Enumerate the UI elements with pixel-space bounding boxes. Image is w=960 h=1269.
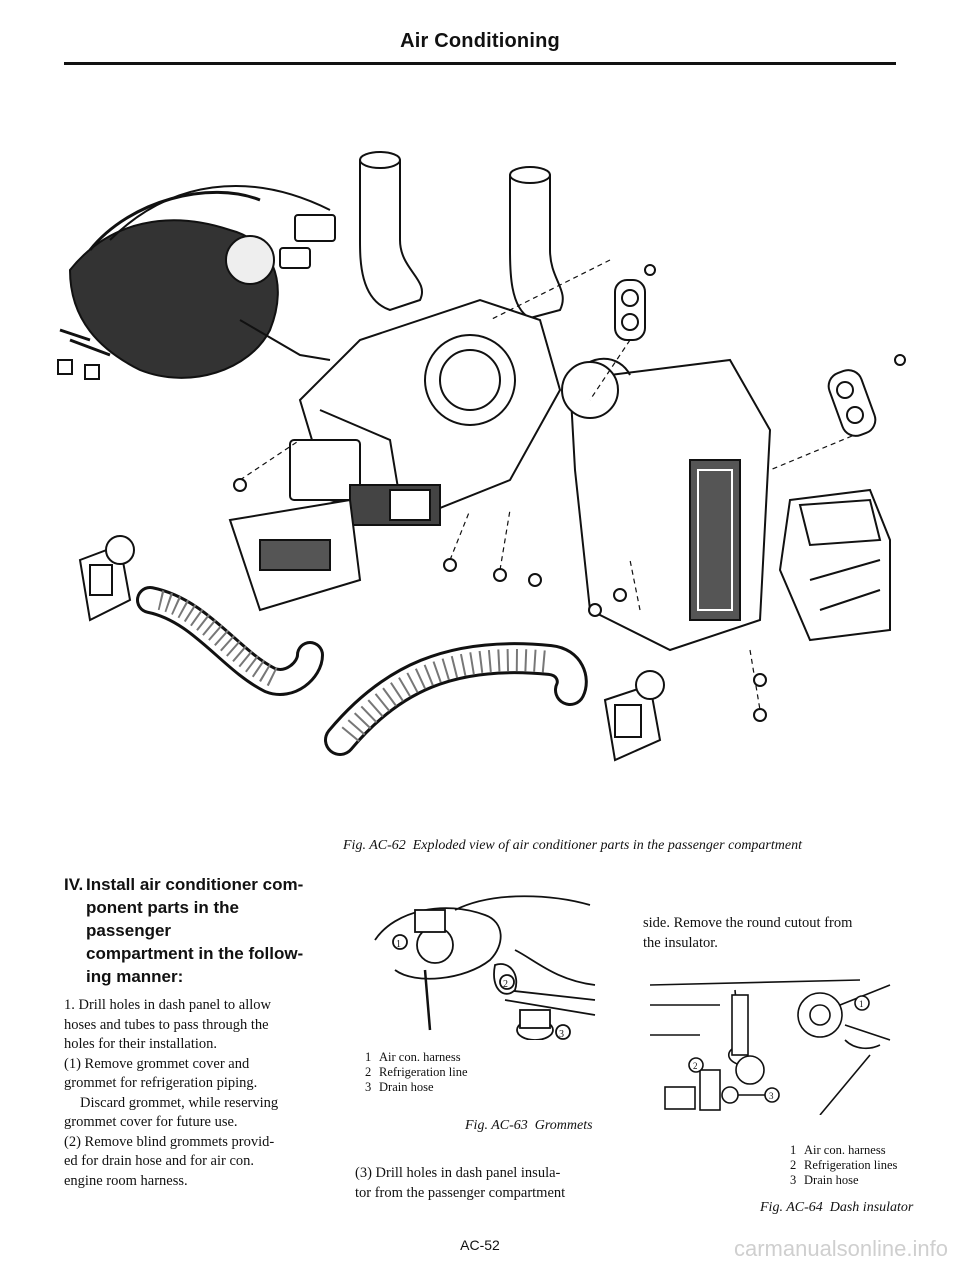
page-header: Air Conditioning bbox=[400, 30, 560, 52]
fig-ac62-caption: Fig. AC-62 Exploded view of air conditio… bbox=[343, 838, 802, 854]
section-heading-line-2: ponent parts in the passenger bbox=[86, 898, 239, 940]
section-heading-line-3: compartment in the follow- bbox=[86, 944, 304, 963]
section-heading-line-1: Install air conditioner com- bbox=[86, 875, 304, 894]
side-vent-left bbox=[78, 535, 135, 622]
header-rule bbox=[64, 62, 896, 65]
section-number: IV. bbox=[64, 875, 84, 894]
center-vent bbox=[228, 498, 362, 612]
evaporator-housing bbox=[561, 357, 772, 652]
watermark: carmanualsonline.info bbox=[733, 1236, 948, 1261]
fig-ac63-illustration: 1 2 3 bbox=[374, 895, 596, 1040]
step-1a-note-line-2: grommet cover for future use. bbox=[64, 1114, 238, 1130]
fig-ac63-text: Grommets bbox=[534, 1118, 593, 1133]
blower-heater-unit bbox=[289, 298, 562, 526]
ac63-callout-3: 3 bbox=[559, 1029, 564, 1040]
step-1b-line-2: ed for drain hose and for air con. bbox=[64, 1153, 255, 1169]
step-1a-note-line-1: Discard grommet, while reserving bbox=[80, 1094, 279, 1111]
grommet-plates bbox=[614, 279, 877, 437]
exploded-view-illustration bbox=[57, 151, 906, 762]
page-number: AC-52 bbox=[460, 1237, 500, 1253]
flex-hose-center bbox=[324, 642, 588, 756]
step-1c-line-1: (3) Drill holes in dash panel insula- bbox=[355, 1165, 561, 1181]
middle-column-text: (3) Drill holes in dash panel insula- to… bbox=[355, 1164, 615, 1203]
flex-hose-left bbox=[136, 586, 324, 696]
ac64-callout-3: 3 bbox=[769, 1091, 774, 1101]
vent-ducts bbox=[359, 151, 564, 320]
step-1a-line-2: grommet for refrigeration piping. bbox=[64, 1075, 258, 1091]
fig-ac62-number: Fig. AC-62 bbox=[343, 838, 406, 853]
fig-ac63-caption: Fig. AC-63 Grommets bbox=[465, 1118, 593, 1134]
left-column-text: 1. Drill holes in dash panel to allow ho… bbox=[64, 996, 324, 1191]
fig-ac64-caption: Fig. AC-64 Dash insulator bbox=[760, 1200, 913, 1216]
fig-ac62-text: Exploded view of air conditioner parts i… bbox=[412, 838, 802, 853]
step-1c-cont-line-2: the insulator. bbox=[643, 934, 718, 951]
ac63-callout-1: 1 bbox=[396, 939, 401, 950]
outlet-duct-right bbox=[778, 488, 891, 642]
fig-ac64-number: Fig. AC-64 bbox=[760, 1200, 823, 1215]
fig-ac63-number: Fig. AC-63 bbox=[465, 1118, 528, 1133]
step-1b-line-1: (2) Remove blind grommets provid- bbox=[64, 1133, 275, 1150]
step-1c-cont-line-1: side. Remove the round cutout from bbox=[643, 915, 853, 931]
screws bbox=[233, 264, 906, 722]
harness-cluster bbox=[57, 185, 336, 380]
step-1c-line-2: tor from the passenger compartment bbox=[355, 1184, 566, 1201]
right-column-text: side. Remove the round cutout from the i… bbox=[643, 914, 903, 953]
step-1b-line-3: engine room harness. bbox=[64, 1172, 188, 1189]
section-heading-line-4: ing manner: bbox=[86, 967, 184, 986]
section-heading: IV. Install air conditioner com- ponent … bbox=[64, 873, 324, 988]
side-vent-bottom bbox=[603, 670, 665, 762]
fig-ac64-illustration: 1 2 3 bbox=[649, 979, 891, 1115]
ac64-callout-1: 1 bbox=[859, 999, 864, 1009]
step-1-line-3: holes for their installation. bbox=[64, 1036, 218, 1052]
fig-ac64-text: Dash insulator bbox=[829, 1200, 914, 1215]
step-1a-line-1: (1) Remove grommet cover and bbox=[64, 1055, 250, 1072]
ac64-callout-2: 2 bbox=[693, 1061, 698, 1071]
ac63-callout-2: 2 bbox=[503, 979, 508, 990]
step-1-line-1: 1. Drill holes in dash panel to allow bbox=[64, 997, 271, 1013]
step-1-line-2: hoses and tubes to pass through the bbox=[64, 1016, 269, 1033]
